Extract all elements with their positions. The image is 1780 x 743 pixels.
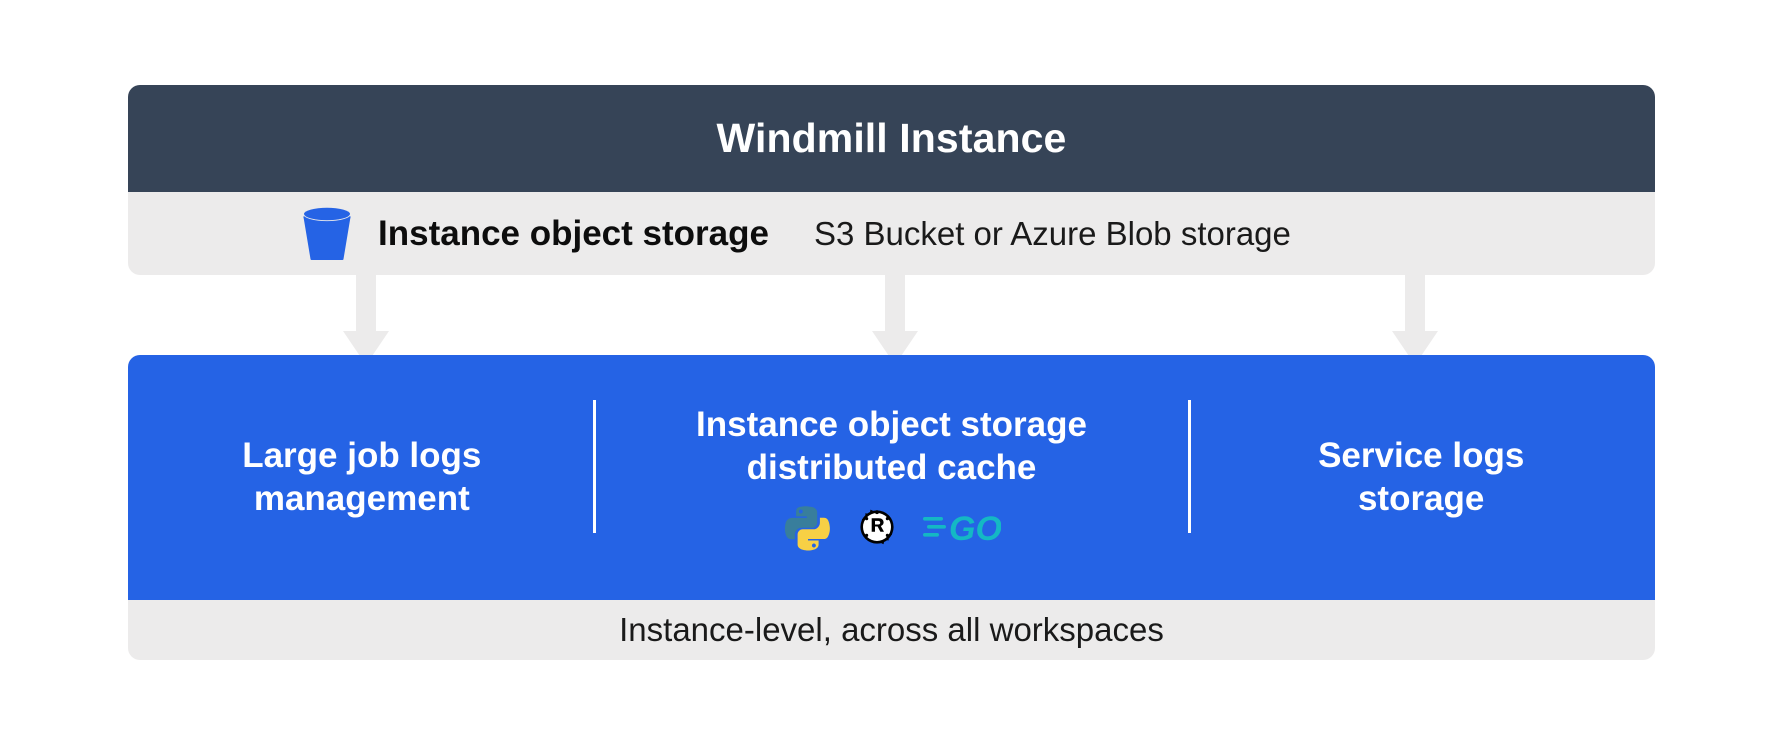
instance-features-card: Large job logs management Instance objec…: [128, 355, 1655, 660]
svg-text:GO: GO: [949, 510, 1001, 548]
down-arrow-icon: [872, 275, 918, 365]
python-icon: [784, 506, 830, 551]
feature-label: Large job logs management: [242, 435, 482, 518]
bucket-icon: [303, 207, 351, 260]
instance-header: Windmill Instance: [128, 85, 1655, 192]
feature-large-job-logs-management: Large job logs management: [128, 355, 596, 600]
feature-instance-object-storage-distributed-cache: Instance object storage distributed cach…: [596, 355, 1188, 600]
go-icon: GO: [922, 510, 1001, 548]
arrow-to-distributed-cache: [872, 275, 918, 365]
instance-scope-footer: Instance-level, across all workspaces: [128, 600, 1655, 660]
feature-divider: [593, 400, 596, 533]
arrow-to-service-logs: [1392, 275, 1438, 365]
down-arrow-icon: [1392, 275, 1438, 365]
instance-title: Windmill Instance: [716, 115, 1067, 161]
feature-label: Instance object storage distributed cach…: [696, 404, 1087, 487]
instance-object-storage-label: Instance object storage: [378, 213, 769, 253]
arrow-to-large-job-logs: [343, 275, 389, 365]
rust-icon: [859, 509, 894, 545]
down-arrow-icon: [343, 275, 389, 365]
windmill-instance-card: Windmill Instance Instance object storag…: [128, 85, 1655, 275]
instance-object-storage-description: S3 Bucket or Azure Blob storage: [813, 214, 1291, 252]
feature-band: Large job logs management Instance objec…: [128, 355, 1655, 600]
feature-service-logs-storage: Service logs storage: [1187, 355, 1655, 600]
footer-label: Instance-level, across all workspaces: [619, 611, 1164, 648]
feature-divider: [1188, 400, 1191, 533]
instance-object-storage-row: Instance object storage S3 Bucket or Azu…: [128, 192, 1655, 275]
feature-label: Service logs storage: [1318, 435, 1525, 518]
supported-languages: GO: [783, 503, 1001, 551]
